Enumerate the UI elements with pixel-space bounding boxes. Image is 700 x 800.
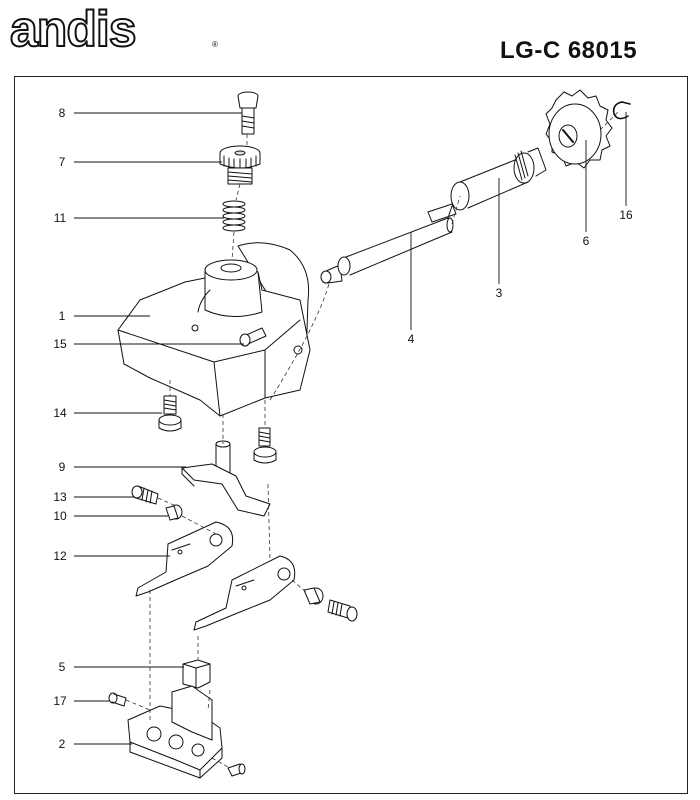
part-bottom-screw [227,763,246,777]
part-8-top-screw [237,91,259,135]
callout-5: 5 [59,660,66,674]
callout-15: 15 [53,337,67,351]
callout-11: 11 [54,211,67,225]
callout-1: 1 [59,309,66,323]
callout-leaders [74,112,627,745]
callout-4: 4 [408,332,415,346]
callout-7: 7 [59,155,66,169]
part-9-bracket [181,440,271,517]
part-housing-lower-screw [253,427,277,464]
callout-3: 3 [496,286,503,300]
part-2-base-carrier [127,685,223,779]
part-10-bushing [165,504,183,521]
part-1-housing [117,242,311,417]
callout-8: 8 [59,106,66,120]
part-15-side-screw [239,327,267,347]
part-3-sleeve [450,147,547,211]
part-7-knurled-nut [219,145,261,185]
brand-registered-mark: ® [212,40,218,49]
callout-13: 13 [53,490,67,504]
diagram-frame [14,76,688,794]
part-16-clip-ring [612,101,631,120]
part-5-block [182,659,211,689]
callout-16: 16 [619,208,633,222]
part-13-screw [131,485,159,505]
callout-14: 14 [53,406,67,420]
part-lower-bushing-screw [303,587,358,622]
part-4-drive-shaft [320,203,457,284]
brand-logo: andis [9,1,138,57]
part-17-small-screw [108,692,127,707]
callout-10: 10 [53,509,67,523]
part-blade-arm-lower [193,555,296,631]
assembly-guide-lines [125,109,621,769]
model-number: LG-C 68015 [500,37,638,64]
callout-12: 12 [53,549,67,563]
part-11-spring [222,200,246,232]
callout-2: 2 [59,737,66,751]
part-6-gear [545,89,613,169]
part-14-screw [158,395,182,432]
callout-17: 17 [53,694,67,708]
part-12-blade-arm [135,521,234,597]
callout-9: 9 [59,460,66,474]
callout-6: 6 [583,234,590,248]
